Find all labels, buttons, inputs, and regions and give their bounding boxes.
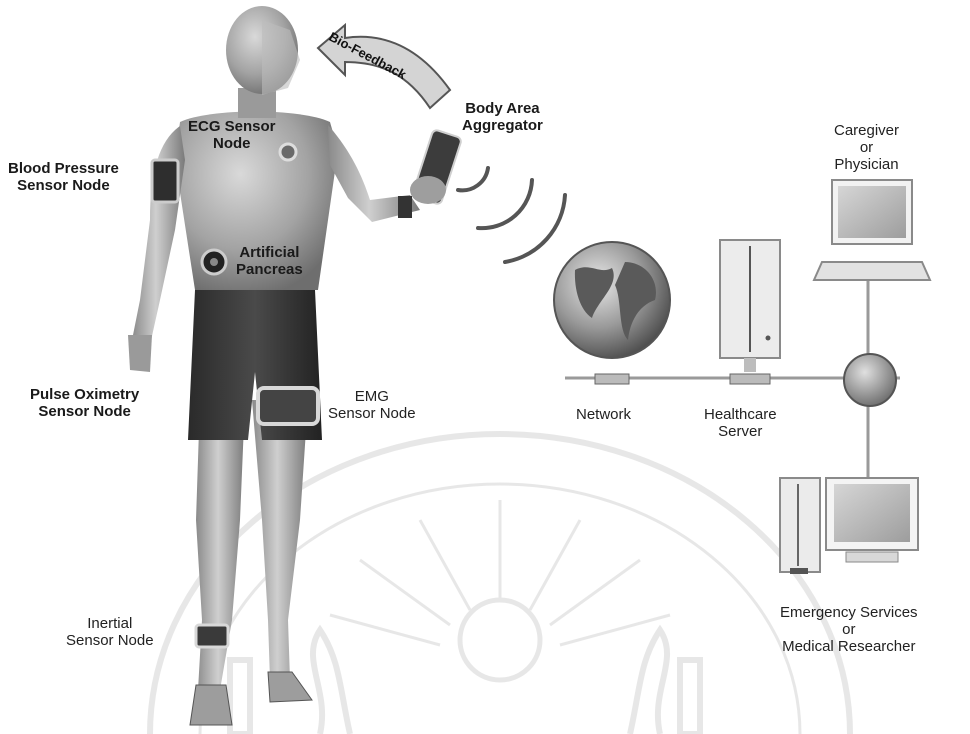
watermark-seal bbox=[150, 434, 850, 734]
human-figure bbox=[128, 6, 420, 725]
wrist-band bbox=[398, 196, 412, 218]
network-label: Network bbox=[576, 406, 631, 423]
network-globe bbox=[554, 242, 670, 384]
healthcare-server bbox=[720, 240, 780, 384]
inertial-sensor bbox=[196, 625, 228, 647]
body-area-aggregator-device bbox=[410, 129, 462, 205]
emergency-computer bbox=[780, 478, 918, 574]
ecg-sensor bbox=[280, 144, 296, 160]
blood-pressure-sensor bbox=[152, 160, 178, 202]
network-hub bbox=[844, 354, 896, 406]
wireless-signal bbox=[458, 168, 565, 262]
caregiver-laptop bbox=[814, 180, 930, 280]
emg-sensor bbox=[258, 388, 318, 424]
artificial-pancreas-device bbox=[202, 250, 226, 274]
